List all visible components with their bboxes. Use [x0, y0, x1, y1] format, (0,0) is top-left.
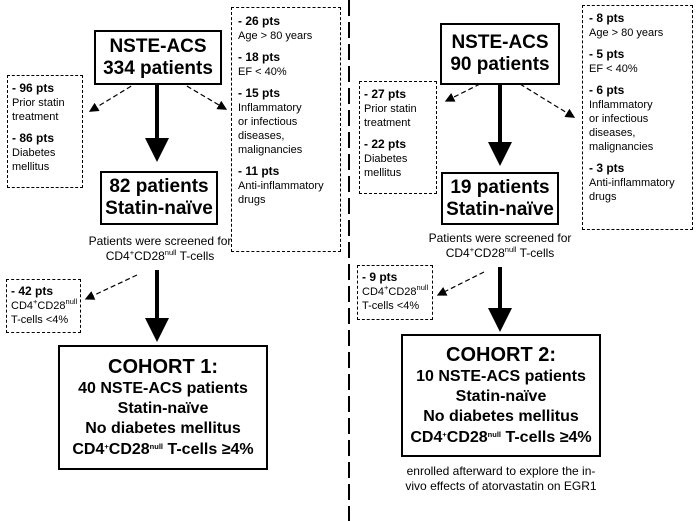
exclusion-item: - 11 pts Anti-inflammatory drugs — [238, 164, 324, 206]
left-cohort-title: COHORT 1: — [108, 356, 218, 378]
arrow-excl-left-1 — [88, 81, 139, 112]
exclusion-item: - 6 pts Inflammatory or infectious disea… — [589, 83, 654, 153]
exclusion-item: - 96 pts Prior statin treatment — [12, 81, 65, 123]
left-start-box: NSTE-ACS 334 patients — [94, 30, 222, 85]
left-mid-count: 82 patients — [109, 176, 209, 197]
arrow-excl-cd-1 — [84, 274, 138, 300]
right-mid-box: 19 patients Statin-naïve — [441, 172, 559, 225]
exclusion-item: - 15 pts Inflammatory or infectious dise… — [238, 86, 303, 156]
exclusion-item: - 8 pts Age > 80 years — [589, 11, 664, 39]
right-exclusion-box-1: - 27 pts Prior statin treatment - 22 pts… — [359, 81, 437, 194]
right-start-title: NSTE-ACS — [451, 32, 549, 53]
right-screening-note: Patients were screened for CD4+CD28null … — [428, 231, 572, 260]
left-start-title: NSTE-ACS — [109, 35, 207, 57]
right-cohort-box: COHORT 2: 10 NSTE-ACS patients Statin-na… — [401, 334, 601, 457]
exclusion-item: - 22 pts Diabetes mellitus — [364, 137, 408, 179]
exclusion-item: - 5 pts EF < 40% — [589, 47, 638, 75]
exclusion-item: - 27 pts Prior statin treatment — [364, 87, 417, 129]
exclusion-item: - 3 pts Anti-inflammatory drugs — [589, 161, 675, 203]
left-start-count: 334 patients — [103, 57, 213, 79]
right-start-count: 90 patients — [450, 54, 550, 75]
exclusion-item: - 86 pts Diabetes mellitus — [12, 131, 56, 173]
arrow-excl-left-2 — [444, 83, 481, 102]
arrow-excl-right-2 — [519, 83, 576, 118]
arrow-excl-cd-2 — [436, 271, 485, 296]
right-mid-count: 19 patients — [450, 176, 550, 198]
exclusion-item: - 18 pts EF < 40% — [238, 50, 287, 78]
exclusion-item: - 26 pts Age > 80 years — [238, 14, 313, 42]
arrow-excl-right-1 — [179, 81, 228, 110]
right-exclusion-box-2: - 8 pts Age > 80 years - 5 pts EF < 40% … — [582, 5, 693, 230]
right-footnote: enrolled afterward to explore the in- vi… — [405, 464, 597, 493]
right-start-box: NSTE-ACS 90 patients — [440, 23, 560, 85]
left-mid-box: 82 patients Statin-naïve — [100, 171, 218, 225]
right-cd-exclusion-box: - 9 pts CD4+CD28null T-cells <4% — [357, 265, 433, 320]
left-screening-note: Patients were screened for CD4+CD28null … — [88, 234, 232, 263]
left-exclusion-box-2: - 26 pts Age > 80 years - 18 pts EF < 40… — [231, 7, 341, 252]
right-mid-status: Statin-naïve — [446, 198, 554, 220]
left-cd-exclusion-box: - 42 pts CD4+CD28null T-cells <4% — [6, 279, 81, 333]
left-cohort-box: COHORT 1: 40 NSTE-ACS patients Statin-na… — [58, 345, 268, 470]
right-cohort-title: COHORT 2: — [446, 344, 556, 366]
left-exclusion-box-1: - 96 pts Prior statin treatment - 86 pts… — [7, 75, 83, 188]
left-mid-status: Statin-naïve — [105, 198, 213, 219]
